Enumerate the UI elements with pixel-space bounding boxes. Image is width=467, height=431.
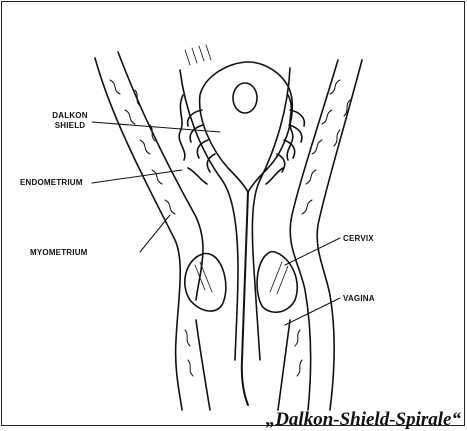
label-dalkon-shield: DALKON SHIELD: [50, 111, 90, 131]
leader-endometrium: [92, 170, 182, 183]
cavity-right: [252, 68, 290, 360]
cervix-lobe-left: [185, 254, 226, 312]
dalkon-shield-string: [242, 192, 248, 405]
cervix-lobe-right: [257, 252, 297, 313]
leader-dalkon: [92, 122, 220, 132]
leader-myometrium: [140, 215, 170, 252]
label-vagina: VAGINA: [343, 294, 375, 304]
vagina-wall-right: [278, 320, 290, 410]
cavity-left: [180, 70, 238, 360]
outer-wall-left: [95, 58, 182, 410]
dalkon-shield-hole: [233, 83, 257, 113]
label-dalkon-line1: DALKON: [50, 111, 90, 121]
vagina-wall-left: [196, 320, 210, 410]
label-dalkon-line2: SHIELD: [50, 121, 90, 131]
label-endometrium: ENDOMETRIUM: [20, 178, 83, 188]
label-myometrium: MYOMETRIUM: [30, 248, 88, 258]
label-cervix: CERVIX: [343, 234, 374, 244]
